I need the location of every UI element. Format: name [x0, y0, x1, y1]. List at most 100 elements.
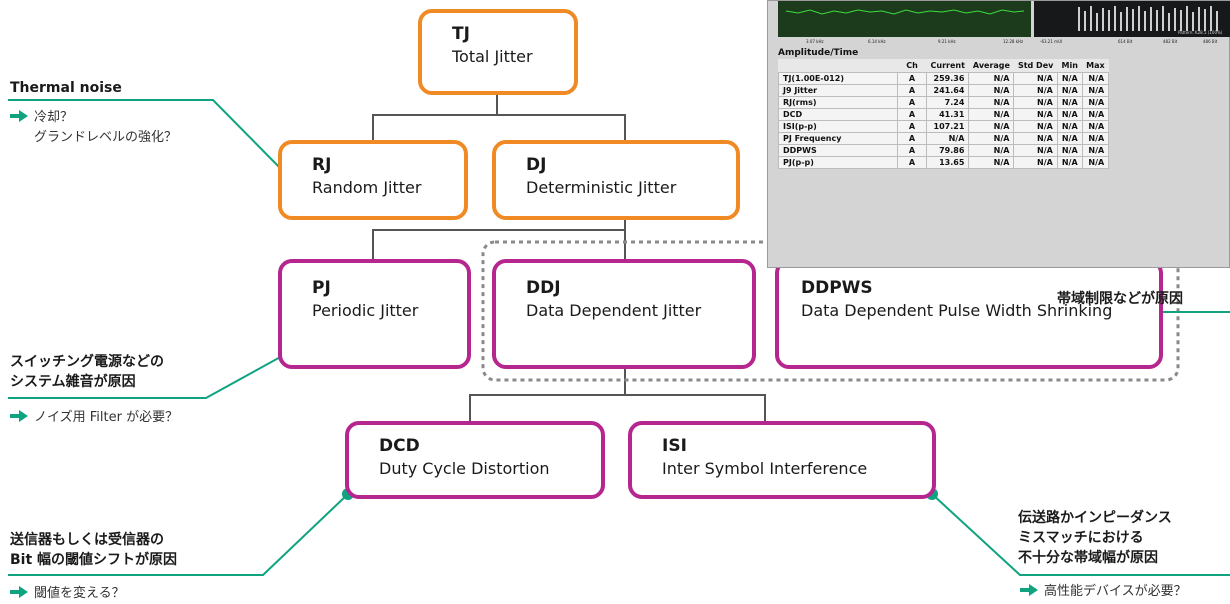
jitter-cell: N/A: [1013, 72, 1058, 85]
connector-ddj: [469, 369, 766, 421]
node-tj: TJ Total Jitter: [418, 9, 578, 95]
jitter-cell: N/A: [1056, 84, 1083, 97]
jitter-cell: N/A: [925, 132, 970, 145]
callout-line-line: [931, 493, 1230, 576]
node-pj-full: Periodic Jitter: [312, 301, 419, 320]
annotation-tx: 送信器もしくは受信器の Bit 幅の閾値シフトが原因 閾値を変える？: [10, 530, 177, 604]
jitter-cell: N/A: [1056, 132, 1083, 145]
annotation-thermal-note-1: 冷却？: [10, 108, 177, 128]
node-isi: ISI Inter Symbol Interference: [628, 421, 936, 499]
jitter-row-label: PJ Frequency: [778, 132, 898, 145]
jitter-cell: N/A: [1081, 108, 1110, 121]
jitter-cell: N/A: [1081, 144, 1110, 157]
arrow-right-icon: [1020, 584, 1038, 596]
annotation-tx-head-2: Bit 幅の閾値シフトが原因: [10, 552, 178, 568]
jitter-cell: N/A: [968, 156, 1015, 169]
node-dj-full: Deterministic Jitter: [526, 178, 677, 197]
jitter-cell: N/A: [1081, 72, 1110, 85]
jitter-cell: A: [897, 108, 927, 121]
axis-tick-left-4: 12.28 kHz: [1003, 39, 1023, 44]
node-ddpws: DDPWS Data Dependent Pulse Width Shrinki…: [775, 259, 1163, 369]
annotation-switch: スイッチング電源などの システム雑音が原因 ノイズ用 Filter が必要？: [10, 352, 178, 428]
annotation-switch-note-text: ノイズ用 Filter が必要？: [34, 410, 179, 425]
node-isi-full: Inter Symbol Interference: [662, 459, 868, 478]
jitter-cell: N/A: [1081, 120, 1110, 133]
jitter-cell: N/A: [1013, 108, 1058, 121]
jitter-cell: A: [897, 84, 927, 97]
jitter-cell: N/A: [1013, 156, 1058, 169]
jitter-cell: N/A: [1013, 84, 1058, 97]
jitter-row-label: RJ(rms): [778, 96, 898, 109]
node-dcd-abbr: DCD: [379, 436, 420, 456]
jitter-row-label: ISI(p-p): [778, 120, 898, 133]
jitter-col-header: Min: [1061, 61, 1078, 70]
measurement-plots: 3.07 kHz 6.14 kHz 9.21 kHz 12.28 kHz -63…: [778, 1, 1230, 44]
jitter-cell: N/A: [1081, 84, 1110, 97]
axis-tick-right-1: -63.21 mUI: [1040, 39, 1062, 44]
node-ddpws-abbr: DDPWS: [801, 278, 873, 298]
axis-tick-right-2: 614 Bit: [1118, 39, 1133, 44]
callout-line-switch: [8, 354, 285, 399]
jitter-cell: N/A: [1013, 144, 1058, 157]
callout-line-thermal: [8, 99, 285, 173]
annotation-thermal-note-1-text: 冷却？: [34, 110, 74, 125]
arrow-right-icon: [10, 586, 28, 598]
jitter-cell: A: [897, 120, 927, 133]
annotation-band-head: 帯域制限などが原因: [1057, 291, 1183, 307]
jitter-cell: N/A: [1081, 96, 1110, 109]
jitter-cell: N/A: [968, 144, 1015, 157]
jitter-cell: N/A: [1081, 132, 1110, 145]
connector-tj: [372, 95, 626, 140]
node-tj-abbr: TJ: [452, 24, 470, 44]
jitter-cell: A: [897, 132, 927, 145]
jitter-cell: N/A: [968, 120, 1015, 133]
arrow-right-icon: [10, 410, 28, 422]
annotation-thermal-head: Thermal noise: [10, 80, 122, 96]
jitter-col-header: Ch: [906, 61, 918, 70]
jitter-col-header: Std Dev: [1017, 61, 1054, 70]
jitter-cell: N/A: [1013, 120, 1058, 133]
node-pj: PJ Periodic Jitter: [278, 259, 471, 369]
jitter-cell: 79.86: [925, 144, 970, 157]
jitter-cell: N/A: [1056, 156, 1083, 169]
jitter-cell: N/A: [1013, 96, 1058, 109]
jitter-cell: N/A: [1056, 144, 1083, 157]
node-rj-abbr: RJ: [312, 155, 332, 175]
callout-line-tx: [8, 493, 349, 576]
node-dcd-full: Duty Cycle Distortion: [379, 459, 550, 478]
jitter-cell: N/A: [1056, 72, 1083, 85]
annotation-line-note-wrap: 高性能デバイスが必要？: [1020, 582, 1187, 602]
jitter-cell: 13.65: [925, 156, 970, 169]
node-isi-abbr: ISI: [662, 436, 687, 456]
pattern-label: Pattern: K28.5 (100%): [1178, 30, 1223, 35]
node-dcd: DCD Duty Cycle Distortion: [345, 421, 605, 499]
jitter-cell: N/A: [968, 96, 1015, 109]
annotation-switch-note: ノイズ用 Filter が必要？: [10, 408, 178, 428]
node-ddj-full: Data Dependent Jitter: [526, 301, 702, 320]
annotation-line: 伝送路かインピーダンス ミスマッチにおける 不十分な帯域幅が原因: [1018, 508, 1172, 568]
jitter-cell: N/A: [1056, 120, 1083, 133]
node-rj: RJ Random Jitter: [278, 140, 468, 220]
jitter-cell: N/A: [1013, 132, 1058, 145]
node-dj: DJ Deterministic Jitter: [492, 140, 740, 220]
node-ddj-abbr: DDJ: [526, 278, 561, 298]
annotation-band: 帯域制限などが原因: [1057, 289, 1183, 309]
node-dj-abbr: DJ: [526, 155, 547, 175]
arrow-right-icon: [10, 110, 28, 122]
jitter-row-label: PJ(p-p): [778, 156, 898, 169]
jitter-cell: N/A: [1081, 156, 1110, 169]
jitter-col-header: Max: [1086, 61, 1105, 70]
node-ddpws-full: Data Dependent Pulse Width Shrinking: [801, 301, 1113, 320]
jitter-row-label: J9 Jitter: [778, 84, 898, 97]
jitter-cell: A: [897, 144, 927, 157]
amplitude-time-title: Amplitude/Time: [778, 48, 859, 58]
node-pj-abbr: PJ: [312, 278, 331, 298]
